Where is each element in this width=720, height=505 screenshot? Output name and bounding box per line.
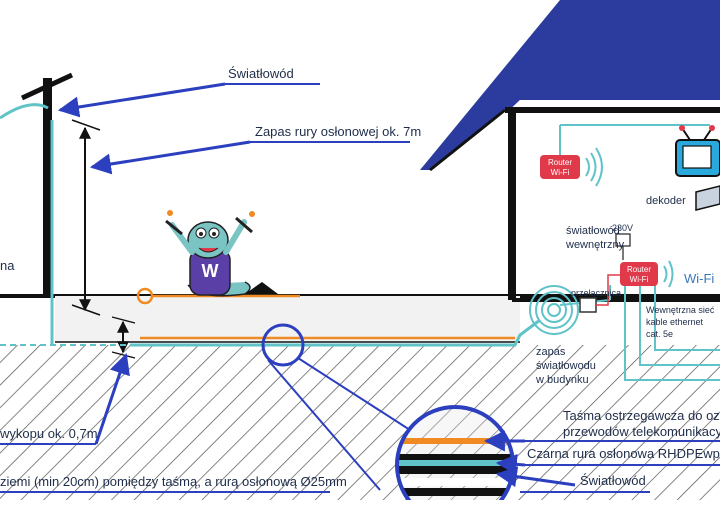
- mascot-letter: W: [202, 261, 219, 281]
- bottom-note: ziemi (min 20cm) pomiędzy taśmą, a rurą …: [0, 474, 347, 489]
- wifi-label: Wi-Fi: [684, 271, 714, 286]
- trench-depth-label: wykopu ok. 0,7m: [0, 426, 98, 441]
- pipe-run: [130, 318, 541, 347]
- switch-link: [596, 274, 622, 306]
- mascot: W: [165, 210, 255, 297]
- trench-depth-arrow: [94, 353, 130, 445]
- fiber-bottom-arrow: [495, 466, 576, 488]
- left-cut-label: na: [0, 258, 15, 273]
- router-main-label2: Wi-Fi: [630, 275, 649, 284]
- fiber-coil: [529, 285, 579, 335]
- voltage-label: 230V: [612, 223, 633, 233]
- fiber-reserve-label3: w budynku: [535, 374, 589, 386]
- internal-cabling: [559, 124, 720, 381]
- fiber-reserve-label1: zapas: [536, 346, 566, 358]
- switch-label: przełącznica: [571, 288, 621, 298]
- internal-net-label1: Wewnętrzna sieć: [646, 305, 715, 315]
- internal-fiber-label2: wewnętrzny: [565, 239, 625, 251]
- zoom-marker: [261, 323, 411, 491]
- utility-pole: [20, 72, 74, 345]
- wifi-waves-top: [585, 147, 603, 187]
- router-main: Router Wi-Fi: [620, 262, 658, 286]
- internal-net-label3: cat. 5e: [646, 329, 673, 339]
- tv-icon: [675, 125, 720, 177]
- warning-tape-label1: Taśma ostrzegawcza do ozna: [563, 408, 720, 423]
- switch-box: [579, 297, 597, 313]
- overhead-fiber: [0, 103, 49, 120]
- dekoder-label: dekoder: [646, 195, 686, 207]
- reserve-pipe-arrow: [89, 140, 251, 175]
- height-dimension: [71, 119, 101, 316]
- floor-slab: [0, 294, 720, 343]
- router-top-label1: Router: [548, 158, 572, 167]
- wifi-waves-main: [663, 260, 674, 288]
- router-main-label1: Router: [627, 265, 651, 274]
- internal-fiber-label1: światłowód: [566, 225, 620, 237]
- warning-tape-label2: przewodów telekomunikacyj: [563, 424, 720, 439]
- power-socket: [615, 233, 631, 260]
- reserve-pipe-label: Zapas rury osłonowej ok. 7m: [255, 124, 421, 139]
- fiber-bottom-label: Światłowód: [580, 473, 646, 488]
- router-top: Router Wi-Fi: [540, 155, 580, 179]
- internal-net-label2: kable ethernet: [646, 317, 704, 327]
- router-top-label2: Wi-Fi: [551, 168, 570, 177]
- decoder-icon: [695, 185, 720, 211]
- black-pipe-arrow: [495, 453, 526, 475]
- black-pipe-label: Czarna rura osłonowa RHDPEwp, m: [527, 446, 720, 461]
- fiber-reserve-label2: światłowodu: [536, 360, 596, 372]
- fiber-top-arrow: [57, 82, 226, 118]
- slab-marker: [245, 282, 278, 294]
- fiber-top-label: Światłowód: [228, 66, 294, 81]
